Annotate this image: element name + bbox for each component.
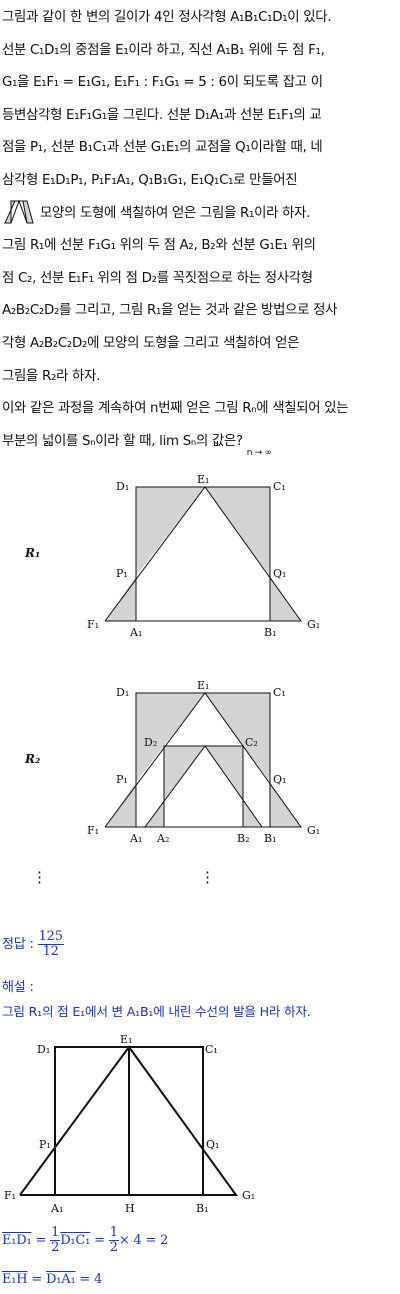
r1-shade-left-top [136, 487, 205, 576]
shaded-shape-icon [4, 199, 34, 224]
r1-label-C1: C₁ [273, 480, 286, 493]
r1-label-D1: D₁ [116, 480, 129, 493]
answer-label: 정답 : [2, 937, 34, 952]
problem-line-11: 각형 A₂B₂C₂D₂에 모양의 도형을 그리고 색칠하여 얻은 [2, 328, 398, 361]
sol-label-Q1: Q₁ [206, 1138, 219, 1151]
r1-shade-left-bottom [105, 576, 136, 621]
equation-1: E₁D₁ = 1 2 D₁C₁ = 1 2 × 4 = 2 [2, 1226, 168, 1255]
sol-label-G1: G₁ [242, 1189, 255, 1202]
r2-shade-1 [136, 693, 205, 782]
sol-label-C1: C₁ [205, 1043, 218, 1056]
problem-line-14: 부분의 넓이를 Sₙ이라 할 때, lim Sₙ의 값은? n → ∞ [2, 426, 398, 459]
problem-line-12: 그림을 R₂라 하자. [2, 368, 101, 384]
problem-line-3: G₁을 E₁F₁ = E₁G₁, E₁F₁ : F₁G₁ = 5 : 6이 되도… [2, 75, 323, 91]
sol-label-H: H [125, 1202, 135, 1215]
eq1-tail: × 4 = 2 [118, 1233, 169, 1248]
r2-label: R₂ [24, 752, 40, 766]
answer-denominator: 12 [42, 944, 59, 959]
figure-r2: R₂ D₁ E₁ C₁ D₂ C₂ P₁ Q₁ F₁ A₁ A₂ B₂ B₁ G… [24, 679, 320, 886]
eq2-tail: = 4 [79, 1272, 103, 1287]
r2-label-C1: C₁ [273, 686, 286, 699]
r2-label-A1: A₁ [129, 832, 142, 845]
eq2-segment: D₁A₁ [46, 1272, 76, 1287]
r2-shade-2 [105, 782, 136, 827]
problem-text: 그림과 같이 한 변의 길이가 4인 정사각형 A₁B₁C₁D₁이 있다. 선분… [2, 2, 398, 459]
problem-line-10: A₂B₂C₂D₂를 그리고, 그림 R₁을 얻는 것과 같은 방법으로 정사 [2, 303, 338, 319]
r2-label-A2: A₂ [156, 832, 169, 845]
figure-r1: R₁ D₁ E₁ C₁ P₁ Q₁ F₁ A₁ B₁ G₁ [24, 473, 320, 639]
eq1-equals: = [35, 1233, 47, 1248]
solution-line-1: 그림 R₁의 점 E₁에서 변 A₁B₁에 내린 수선의 발을 H라 하자. [2, 1004, 311, 1019]
r1-label-G1: G₁ [307, 618, 320, 631]
eq1-fraction-2: 1 2 [108, 1225, 119, 1255]
sol-label-P1: P₁ [39, 1138, 51, 1151]
r1-label-A1: A₁ [129, 626, 142, 639]
r1-label-B1: B₁ [264, 626, 277, 639]
solution-figure: D₁ E₁ C₁ P₁ Q₁ F₁ A₁ H B₁ G₁ [4, 1033, 255, 1215]
eq1-equals-2: = [94, 1233, 105, 1248]
r1-triangle [104, 486, 302, 622]
r1-label-P1: P₁ [116, 567, 128, 580]
problem-line-8: 그림 R₁에 선분 F₁G₁ 위의 두 점 A₂, B₂와 선분 G₁E₁ 위의 [2, 238, 316, 254]
ellipsis-right: ⋮ [200, 868, 215, 886]
r2-label-P1: P₁ [116, 773, 128, 786]
r2-label-B2: B₂ [237, 832, 250, 845]
eq1-lhs: E₁D₁ [2, 1233, 32, 1248]
problem-line-7-text: 모양의 도형에 색칠하여 얻은 그림을 R₁이라 하자. [39, 205, 311, 221]
r2-label-D2: D₂ [144, 736, 157, 749]
r1-label-E1: E₁ [197, 473, 209, 486]
problem-line-11-text: 각형 A₂B₂C₂D₂에 모양의 도형을 그리고 색칠하여 얻은 [2, 335, 300, 351]
equation-2: E₁H = D₁A₁ = 4 [2, 1272, 103, 1287]
sol-label-B1: B₁ [196, 1202, 209, 1215]
r2-label-F1: F₁ [87, 824, 99, 837]
problem-line-2: 선분 C₁D₁의 중점을 E₁이라 하고, 직선 A₁B₁ 위에 두 점 F₁, [2, 42, 325, 58]
problem-line-6: 삼각형 E₁D₁P₁, P₁F₁A₁, Q₁B₁G₁, E₁Q₁C₁로 만들어진 [2, 172, 298, 188]
sol-label-A1: A₁ [50, 1202, 63, 1215]
problem-line-4: 등변삼각형 E₁F₁G₁을 그린다. 선분 D₁A₁과 선분 E₁F₁의 교 [2, 107, 322, 123]
r2-triangle-2 [144, 745, 263, 828]
r2-label-G1: G₁ [307, 824, 320, 837]
problem-line-1: 그림과 같이 한 변의 길이가 4인 정사각형 A₁B₁C₁D₁이 있다. [2, 10, 332, 25]
r2-label-E1: E₁ [197, 679, 209, 692]
r2-label-D1: D₁ [116, 686, 129, 699]
r1-label-F1: F₁ [87, 618, 99, 631]
answer-line: 정답 : 125 12 [2, 930, 64, 959]
explain-label: 해설 : [2, 980, 34, 995]
problem-line-7: 모양의 도형에 색칠하여 얻은 그림을 R₁이라 하자. [2, 198, 398, 231]
r2-square-2 [163, 745, 244, 828]
problem-line-13: 이와 같은 과정을 계속하여 n번째 얻은 그림 Rₙ에 색칠되어 있는 [2, 401, 349, 417]
eq2-lhs: E₁H [2, 1272, 28, 1287]
eq1-fraction-1: 1 2 [50, 1225, 61, 1255]
r1-label: R₁ [24, 546, 40, 560]
r1-label-Q1: Q₁ [273, 567, 286, 580]
problem-line-5: 점을 P₁, 선분 B₁C₁과 선분 G₁E₁의 교점을 Q₁이라할 때, 네 [2, 140, 323, 156]
sol-label-E1: E₁ [120, 1033, 132, 1046]
r2-label-C2: C₂ [245, 736, 258, 749]
ellipsis-left: ⋮ [32, 868, 47, 886]
problem-line-9: 점 C₂, 선분 E₁F₁ 위의 점 D₂를 꼭짓점으로 하는 정사각형 [2, 270, 313, 286]
r2-label-B1: B₁ [264, 832, 277, 845]
r2-label-Q1: Q₁ [273, 773, 286, 786]
answer-fraction: 125 12 [37, 929, 64, 959]
eq1-segment: D₁C₁ [60, 1233, 91, 1248]
sol-label-D1: D₁ [37, 1043, 50, 1056]
problem-line-14-text: 부분의 넓이를 Sₙ이라 할 때, lim Sₙ의 값은? [2, 433, 243, 449]
limit-subscript: n → ∞ [246, 447, 272, 458]
sol-label-F1: F₁ [4, 1189, 16, 1202]
answer-numerator: 125 [37, 929, 64, 945]
